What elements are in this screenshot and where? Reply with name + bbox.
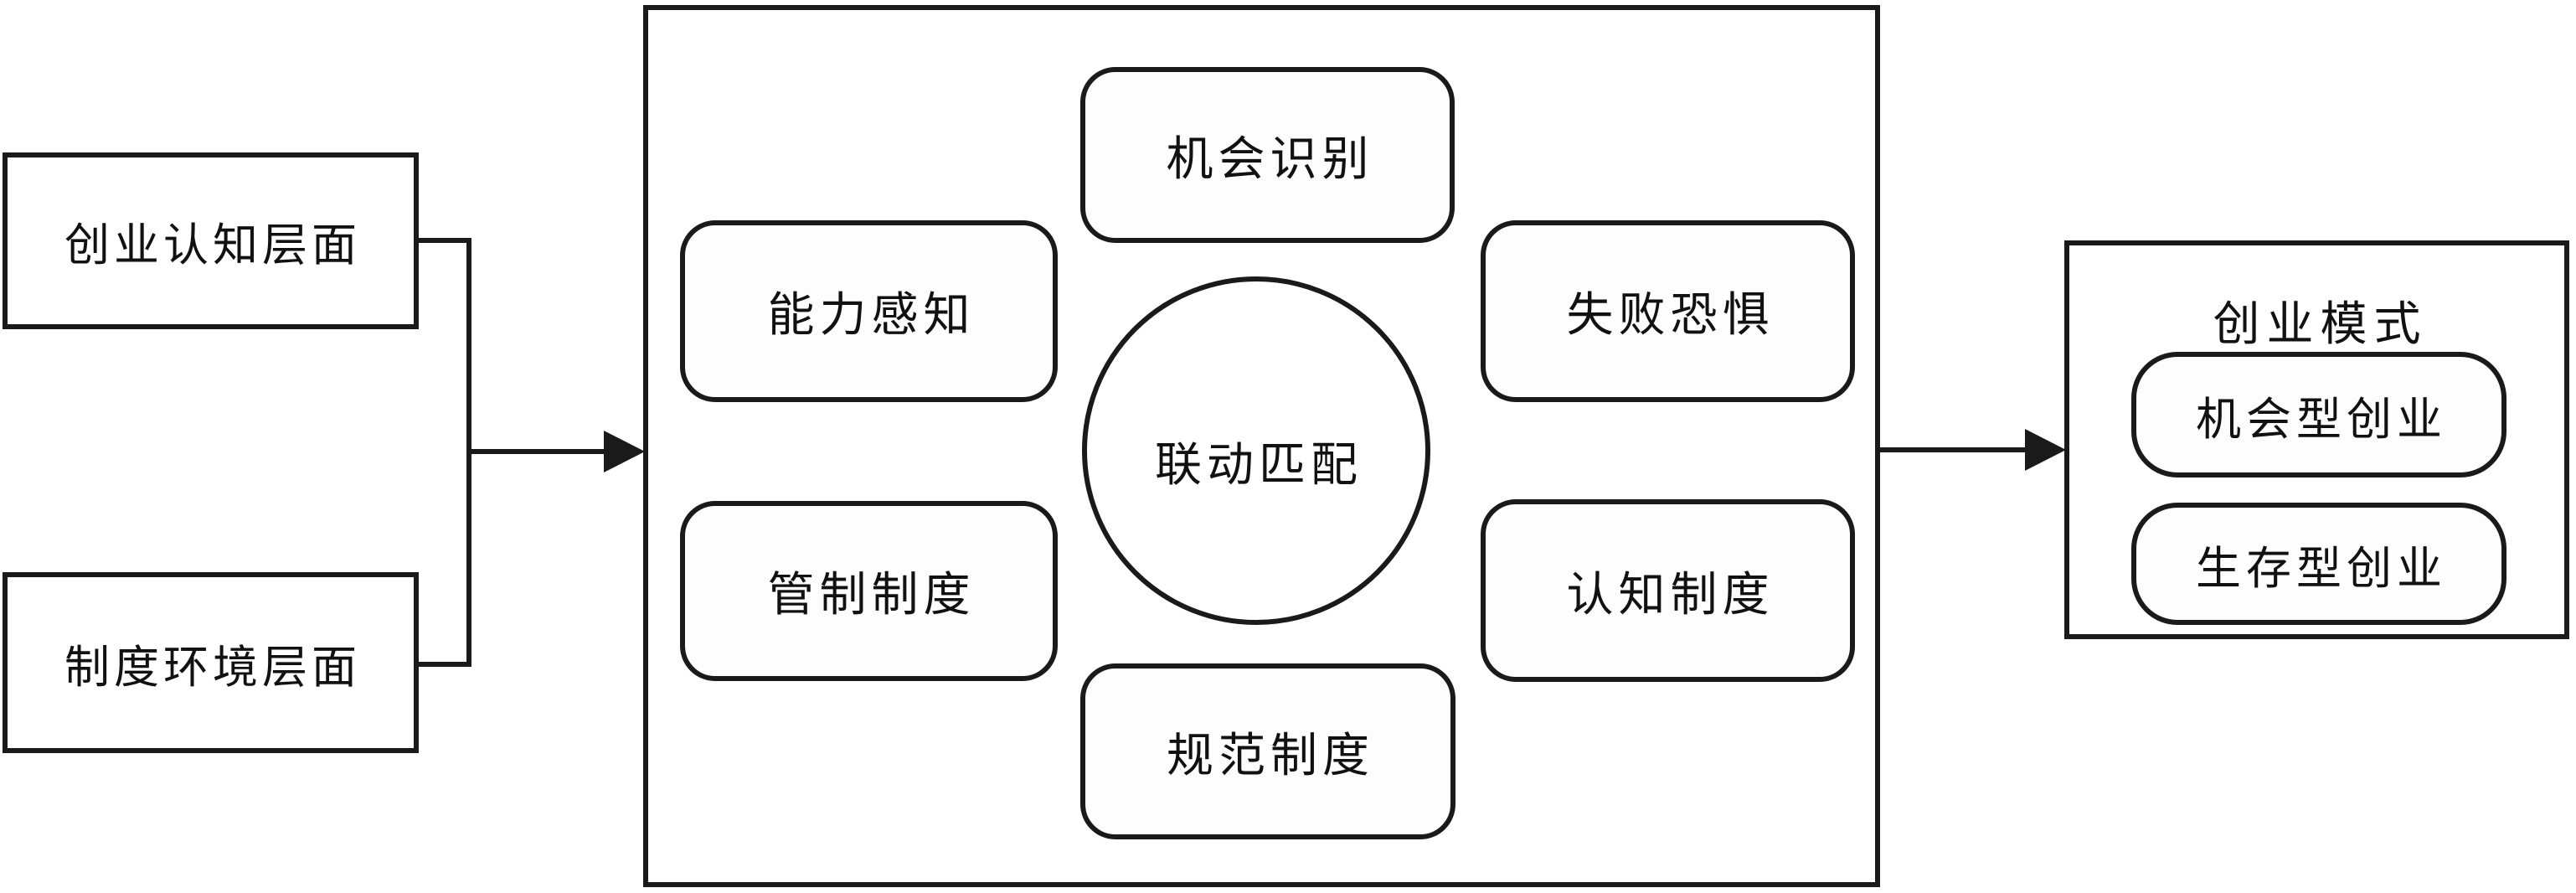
arrow-center-to-right-head-icon (2025, 429, 2066, 471)
center-container (643, 5, 1880, 887)
node-cognitive-institution-label: 认知制度 (1566, 569, 1775, 622)
arrow-left-to-center-head-icon (604, 431, 645, 472)
box-entrepreneurial-cognition-level-label: 创业认知层面 (64, 220, 361, 271)
item-survival-based-entrepreneurship: 生存型创业 (2131, 503, 2506, 625)
node-opportunity-recognition-label: 机会识别 (1166, 133, 1374, 186)
box-institutional-environment-level-label: 制度环境层面 (64, 642, 361, 693)
item-opportunity-based-entrepreneurship: 机会型创业 (2131, 352, 2506, 477)
box-institutional-environment-level: 制度环境层面 (3, 572, 419, 753)
box-entrepreneurial-cognition-level: 创业认知层面 (3, 152, 419, 329)
node-cognitive-institution: 认知制度 (1481, 499, 1855, 682)
node-regulatory-institution: 管制制度 (680, 501, 1058, 681)
node-fear-of-failure-label: 失败恐惧 (1566, 290, 1775, 342)
item-opportunity-based-entrepreneurship-label: 机会型创业 (2196, 394, 2447, 445)
node-fear-of-failure: 失败恐惧 (1481, 220, 1855, 402)
node-normative-institution: 规范制度 (1080, 663, 1455, 839)
node-ability-perception: 能力感知 (680, 220, 1058, 402)
box-entrepreneurship-mode-title: 创业模式 (2213, 299, 2428, 351)
circle-linkage-matching: 联动匹配 (1082, 276, 1430, 625)
node-normative-institution-label: 规范制度 (1167, 730, 1374, 782)
item-survival-based-entrepreneurship-label: 生存型创业 (2196, 543, 2447, 594)
node-ability-perception-label: 能力感知 (767, 290, 976, 342)
node-regulatory-institution-label: 管制制度 (767, 570, 976, 622)
node-opportunity-recognition: 机会识别 (1080, 67, 1455, 243)
circle-linkage-matching-label: 联动匹配 (1155, 439, 1363, 492)
